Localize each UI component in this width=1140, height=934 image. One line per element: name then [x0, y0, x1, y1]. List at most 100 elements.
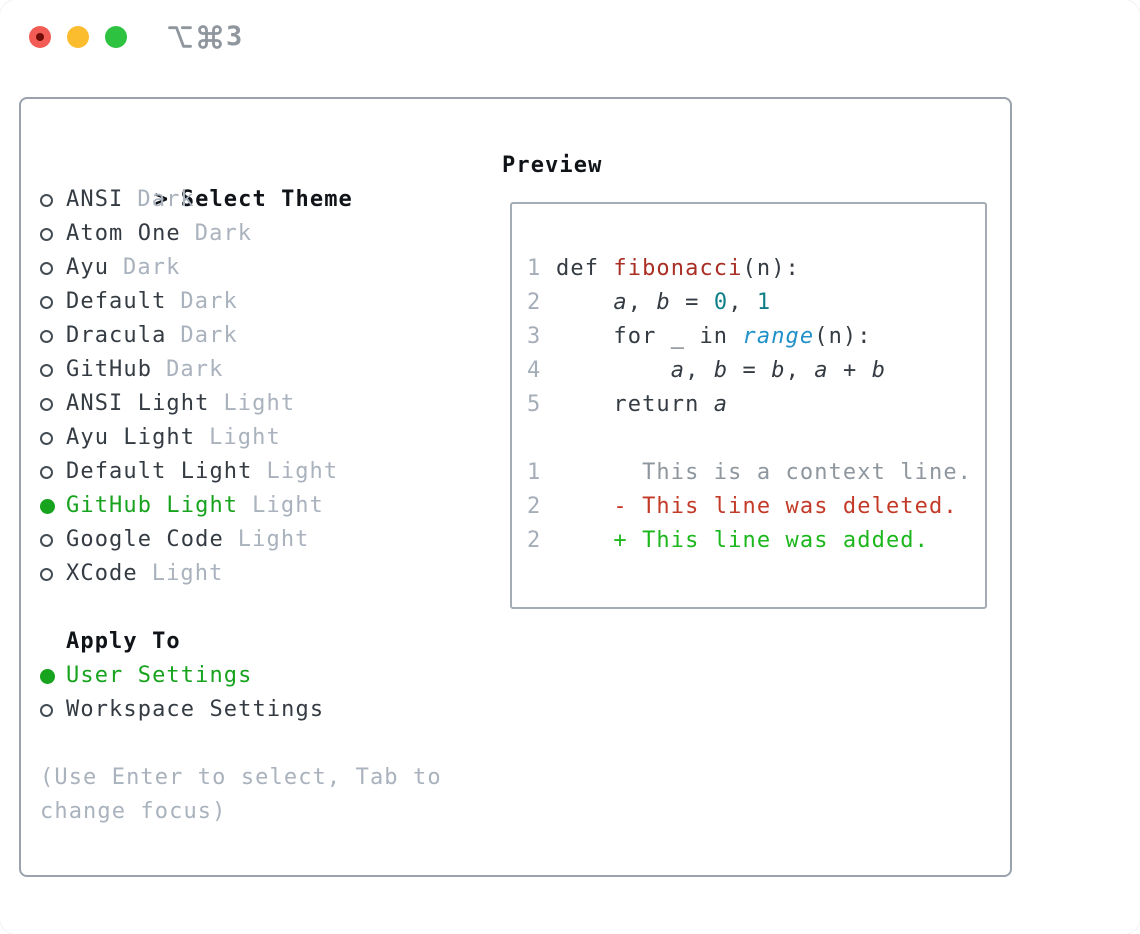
- code-line: [527, 422, 985, 456]
- window-shortcut-label: 3: [166, 22, 242, 52]
- code-line: 3 for _ in range(n):: [527, 320, 985, 354]
- theme-option-google-code[interactable]: Google Code Light: [40, 523, 470, 557]
- zoom-button[interactable]: [105, 26, 127, 48]
- preview-title: Preview: [502, 153, 603, 178]
- option-label: Default: [66, 289, 167, 314]
- radio-icon: [40, 329, 66, 343]
- apply-option-workspace-settings[interactable]: Workspace Settings: [40, 693, 470, 727]
- option-key-icon: [168, 26, 192, 48]
- option-label: GitHub: [66, 357, 153, 382]
- radio-icon: [40, 261, 66, 275]
- code-content: def fibonacci(n):: [556, 256, 800, 281]
- radio-icon: [40, 295, 66, 309]
- option-label: Atom One: [66, 221, 181, 246]
- variant-tag: Light: [223, 391, 296, 416]
- variant-tag: Light: [151, 561, 224, 586]
- focus-caret-icon: >: [154, 187, 170, 212]
- theme-option-default[interactable]: Default Dark: [40, 285, 470, 319]
- radio-icon: [40, 567, 66, 581]
- apply-option-user-settings[interactable]: User Settings: [40, 659, 470, 693]
- minimize-button[interactable]: [67, 26, 89, 48]
- line-number: 5: [527, 392, 542, 417]
- theme-option-ansi-light[interactable]: ANSI Light Light: [40, 387, 470, 421]
- code-line: 1 def fibonacci(n):: [527, 252, 985, 286]
- radio-icon: [40, 227, 66, 241]
- code-content: a, b = 0, 1: [613, 290, 772, 315]
- variant-tag: Light: [209, 425, 281, 450]
- theme-picker-header: > Select Theme: [40, 149, 470, 212]
- theme-option-github[interactable]: GitHub Dark: [40, 353, 470, 387]
- line-number: 1: [527, 256, 542, 281]
- keyboard-hint: (Use Enter to select, Tab to change focu…: [40, 765, 442, 824]
- option-label: User Settings: [66, 663, 253, 688]
- option-label: GitHub Light: [66, 493, 239, 518]
- radio-icon: [40, 193, 66, 207]
- code-content: + This line was added.: [556, 528, 929, 553]
- line-number: 2: [527, 528, 542, 553]
- theme-option-ayu-light[interactable]: Ayu Light Light: [40, 421, 470, 455]
- radio-icon: [40, 533, 66, 547]
- radio-icon: [40, 363, 66, 377]
- theme-option-atom-one[interactable]: Atom One Dark: [40, 217, 470, 251]
- line-number: [527, 422, 542, 456]
- theme-option-ayu[interactable]: Ayu Dark: [40, 251, 470, 285]
- apply-to-title: Apply To: [66, 629, 181, 654]
- select-theme-title: Select Theme: [180, 187, 353, 212]
- code-line: 4 a, b = b, a + b: [527, 354, 985, 388]
- code-line: 2 - This line was deleted.: [527, 490, 985, 524]
- option-label: ANSI Light: [66, 391, 210, 416]
- code-line: 1 This is a context line.: [527, 456, 985, 490]
- variant-tag: Dark: [180, 289, 238, 314]
- variant-tag: Dark: [180, 323, 238, 348]
- theme-option-dracula[interactable]: Dracula Dark: [40, 319, 470, 353]
- code-content: a, b = b, a + b: [670, 358, 887, 383]
- traffic-lights: [29, 26, 127, 48]
- radio-selected-icon: [40, 498, 66, 514]
- theme-option-default-light[interactable]: Default Light Light: [40, 455, 470, 489]
- option-label: Dracula: [66, 323, 167, 348]
- theme-option-ansi[interactable]: ANSI Dark: [40, 183, 470, 217]
- variant-tag: Light: [266, 459, 339, 484]
- variant-tag: Dark: [137, 187, 195, 212]
- option-label: Default Light: [66, 459, 253, 484]
- option-label: Ayu: [66, 255, 110, 280]
- titlebar: 3: [0, 0, 1140, 74]
- theme-option-github-light[interactable]: GitHub Light Light: [40, 489, 470, 523]
- radio-icon: [40, 431, 66, 445]
- code-content: return a: [556, 392, 729, 417]
- line-number: 3: [527, 324, 542, 349]
- shortcut-digit: 3: [226, 21, 243, 52]
- option-label: Workspace Settings: [66, 697, 325, 722]
- theme-option-xcode[interactable]: XCode Light: [40, 557, 470, 591]
- code-content: - This line was deleted.: [556, 494, 958, 519]
- variant-tag: Light: [252, 493, 324, 518]
- line-number: 1: [527, 460, 542, 485]
- variant-tag: Dark: [166, 357, 224, 382]
- code-line: 2 a, b = 0, 1: [527, 286, 985, 320]
- variant-tag: Light: [237, 527, 310, 552]
- command-key-icon: [198, 25, 222, 49]
- code-line: 2 + This line was added.: [527, 524, 985, 558]
- variant-tag: Dark: [194, 221, 253, 246]
- radio-selected-icon: [40, 668, 66, 684]
- line-number: 2: [527, 290, 542, 315]
- option-label: Google Code: [66, 527, 224, 552]
- option-label: Ayu Light: [66, 425, 196, 450]
- option-label: ANSI: [66, 187, 124, 212]
- close-button[interactable]: [29, 26, 51, 48]
- line-number: 2: [527, 494, 542, 519]
- line-number: 4: [527, 358, 542, 383]
- option-label: XCode: [66, 561, 138, 586]
- code-line: 5 return a: [527, 388, 985, 422]
- radio-icon: [40, 465, 66, 479]
- code-content: for _ in range(n):: [556, 324, 872, 349]
- variant-tag: Dark: [123, 255, 181, 280]
- radio-icon: [40, 703, 66, 717]
